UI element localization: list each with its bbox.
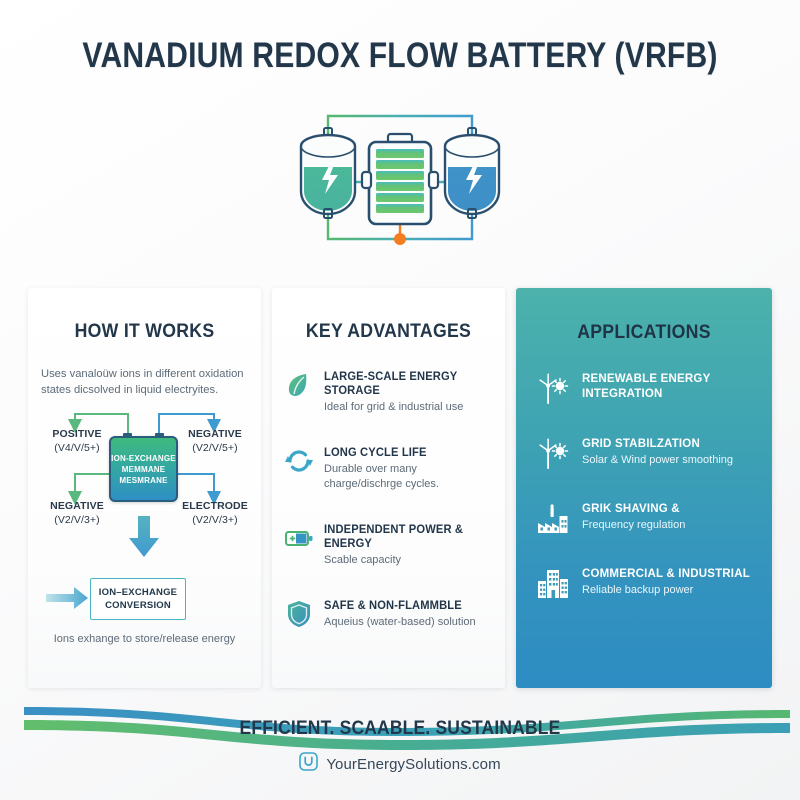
- list-item: SAFE & NON-FLAMMBLE Aqueius (water-based…: [284, 598, 492, 630]
- battery-plus-icon: [284, 523, 314, 553]
- wind-turbine-sun-icon: [536, 372, 570, 406]
- advantage-title: SAFE & NON-FLAMMBLE: [324, 600, 462, 612]
- footer-tagline: EFFICIENT. SCAABLE. SUSTAINABLE: [239, 718, 561, 739]
- panel-title-applications: APPLICATIONS: [577, 322, 711, 343]
- battery-cell-stack: [360, 132, 440, 226]
- footer-wave-graphic: [0, 690, 800, 750]
- wind-turbine-sun-icon: [536, 437, 570, 471]
- application-subtitle: Solar & Wind power smoothing: [582, 454, 734, 466]
- how-it-works-intro: Uses vanaloüw ions in different oxidatio…: [41, 368, 244, 396]
- panel-applications: APPLICATIONS: [516, 288, 772, 688]
- advantages-list: LARGE-SCALE ENERGY STORAGE Ideal for gri…: [272, 369, 505, 630]
- application-title: GRIK SHAVING &: [582, 503, 680, 515]
- panel-key-advantages: KEY ADVANTAGES LARGE-SCALE ENERGY STORAG…: [272, 288, 505, 688]
- advantage-subtitle: Scable capacity: [324, 554, 402, 566]
- leaf-icon: [284, 370, 314, 400]
- application-title: COMMERCIAL & INDUSTRIAL: [582, 568, 750, 580]
- buildings-icon: [536, 567, 570, 601]
- rounded-square-logo-icon: [299, 752, 319, 776]
- node-negative-bottom: NEGATIVE (V2/V/3+): [50, 500, 104, 526]
- list-item: COMMERCIAL & INDUSTRIAL Reliable backup …: [536, 567, 758, 601]
- list-item: GRIK SHAVING & Frequency regulation: [536, 502, 758, 536]
- electrolyte-tank-positive: [299, 127, 357, 219]
- list-item: INDEPENDENT POWER & ENERGY Scable capaci…: [284, 522, 492, 568]
- advantage-subtitle: Durable over many charge/dischrge cycles…: [324, 463, 439, 490]
- advantage-title: LARGE-SCALE ENERGY STORAGE: [324, 371, 458, 397]
- application-title: RENEWABLE ENERGY INTEGRATION: [582, 373, 711, 400]
- node-electrode: ELECTRODE (V2/V/3+): [182, 500, 248, 526]
- list-item: LONG CYCLE LIFE Durable over many charge…: [284, 445, 492, 492]
- advantage-subtitle: Ideal for grid & industrial use: [324, 401, 464, 413]
- page-title: VANADIUM REDOX FLOW BATTERY (VRFB): [82, 36, 718, 75]
- panel-how-it-works: HOW IT WORKS Uses vanaloüw ions in diffe…: [28, 288, 261, 688]
- applications-list: RENEWABLE ENERGY INTEGRATION: [516, 372, 772, 601]
- node-positive: POSITIVE (V4/V/5+): [52, 428, 102, 454]
- ion-exchange-membrane-box: ION-EXCHANGE MEMMANE MESMRANE: [109, 433, 178, 502]
- list-item: RENEWABLE ENERGY INTEGRATION: [536, 372, 758, 406]
- cycle-arrows-icon: [284, 446, 314, 476]
- brand-url: YourEnergySolutions.com: [326, 755, 501, 773]
- advantage-title: LONG CYCLE LIFE: [324, 447, 427, 459]
- application-subtitle: Frequency regulation: [582, 519, 686, 531]
- panel-title-how-it-works: HOW IT WORKS: [74, 321, 215, 342]
- electrolyte-tank-negative: [443, 127, 501, 219]
- flow-junction-node: [394, 233, 406, 245]
- application-subtitle: Reliable backup power: [582, 584, 694, 596]
- how-it-works-diagram: POSITIVE (V4/V/5+) NEGATIVE (V2/V/5+) NE…: [28, 404, 261, 674]
- advantage-title: INDEPENDENT POWER & ENERGY: [324, 524, 464, 550]
- how-it-works-caption: Ions exhange to store/release energy: [53, 633, 236, 645]
- panels-row: HOW IT WORKS Uses vanaloüw ions in diffe…: [28, 288, 772, 688]
- membrane-terminal-right: [155, 433, 164, 438]
- factory-icon: [536, 502, 570, 536]
- node-negative-top: NEGATIVE (V2/V/5+): [188, 428, 242, 454]
- application-title: GRID STABILZATION: [582, 438, 700, 450]
- membrane-terminal-left: [123, 433, 132, 438]
- list-item: GRID STABILZATION Solar & Wind power smo…: [536, 437, 758, 471]
- footer-brand: YourEnergySolutions.com: [0, 752, 800, 776]
- ion-exchange-conversion-box: ION–EXCHANGE CONVERSION: [90, 578, 186, 620]
- list-item: LARGE-SCALE ENERGY STORAGE Ideal for gri…: [284, 369, 492, 415]
- vrfb-system-diagram: [281, 104, 519, 256]
- advantage-subtitle: Aqueius (water-based) solution: [324, 616, 476, 628]
- panel-title-key-advantages: KEY ADVANTAGES: [305, 321, 472, 342]
- shield-icon: [284, 599, 314, 629]
